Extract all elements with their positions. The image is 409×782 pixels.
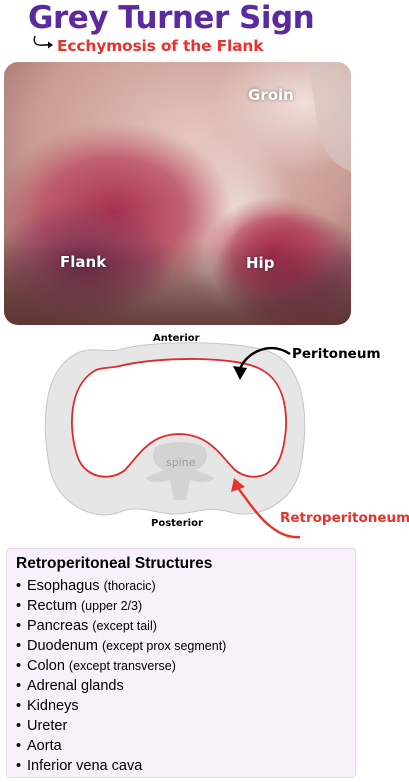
photo-label-flank: Flank (60, 253, 107, 271)
posterior-label: Posterior (151, 518, 203, 529)
list-item: •Duodenum (except prox segment) (16, 638, 227, 654)
structures-list: •Esophagus (thoracic) •Rectum (upper 2/3… (16, 576, 355, 776)
photo-label-hip: Hip (246, 254, 275, 272)
list-item: •Inferior vena cava (16, 758, 143, 774)
clinical-photo: Groin Flank Hip (4, 62, 351, 325)
list-item: •Kidneys (16, 698, 79, 714)
peritoneum-label: Peritoneum (292, 346, 381, 362)
spine-label: spine (166, 456, 196, 469)
structures-title: Retroperitoneal Structures (16, 555, 213, 572)
spine-shape (145, 442, 215, 500)
cross-section-diagram: Anterior Posterior spine Peritoneum Retr… (0, 330, 409, 540)
list-item: •Rectum (upper 2/3) (16, 598, 143, 614)
photo-label-groin: Groin (248, 86, 294, 104)
list-item: •Esophagus (thoracic) (16, 578, 156, 594)
bruise-photo-image (4, 62, 351, 325)
list-item: •Colon (except transverse) (16, 658, 176, 674)
retroperitoneum-arrow-icon (231, 478, 245, 492)
hook-arrow-icon (33, 35, 53, 49)
list-item: •Adrenal glands (16, 678, 124, 694)
page-title: Grey Turner Sign (28, 0, 315, 36)
list-item: •Aorta (16, 738, 62, 754)
abdomen-cross-section (44, 342, 306, 539)
list-item: •Pancreas (except tail) (16, 618, 157, 634)
peritoneum-arrow-icon (233, 366, 247, 380)
retroperitoneum-label: Retroperitoneum (280, 510, 409, 526)
peritoneal-cavity-shape (71, 358, 287, 478)
list-item: •Ureter (16, 718, 68, 734)
retroperitoneal-structures-box: Retroperitoneal Structures •Esophagus (t… (6, 548, 356, 778)
anterior-label: Anterior (153, 333, 200, 344)
subtitle: Ecchymosis of the Flank (57, 37, 264, 55)
